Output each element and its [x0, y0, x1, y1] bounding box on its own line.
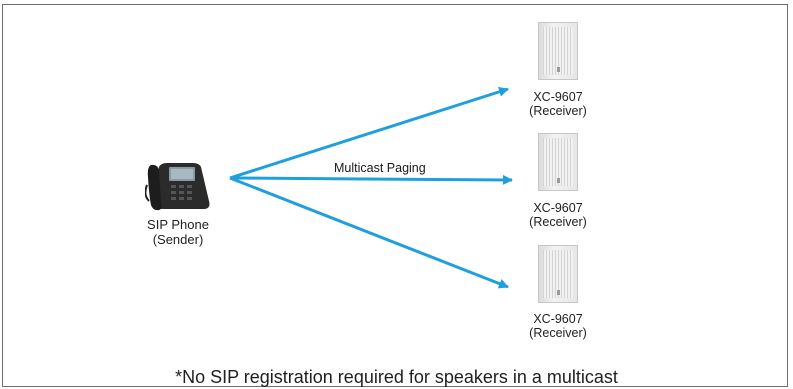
- receiver-2-label: XC-9607 (Receiver): [513, 201, 603, 229]
- receiver-model: XC-9607: [533, 90, 583, 104]
- receiver-model: XC-9607: [533, 312, 583, 326]
- receiver-3-label: XC-9607 (Receiver): [513, 312, 603, 340]
- arrow-to-receiver-1: [229, 86, 509, 180]
- sender-name: SIP Phone: [147, 217, 209, 232]
- receiver-role: (Receiver): [529, 326, 587, 340]
- sender-label: SIP Phone (Sender): [128, 217, 228, 247]
- diagram-frame: [2, 4, 788, 387]
- connection-label: Multicast Paging: [334, 161, 426, 175]
- wall-speaker-icon: [538, 245, 578, 303]
- receiver-1-label: XC-9607 (Receiver): [513, 90, 603, 118]
- wall-speaker-icon: [538, 22, 578, 80]
- arrow-to-receiver-2: [229, 174, 513, 185]
- ip-phone-icon: [145, 163, 210, 211]
- footnote: *No SIP registration required for speake…: [175, 367, 618, 387]
- receiver-model: XC-9607: [533, 201, 583, 215]
- receiver-role: (Receiver): [529, 104, 587, 118]
- wall-speaker-icon: [538, 133, 578, 191]
- receiver-role: (Receiver): [529, 215, 587, 229]
- sender-role: (Sender): [152, 232, 204, 247]
- arrow-to-receiver-3: [229, 176, 509, 289]
